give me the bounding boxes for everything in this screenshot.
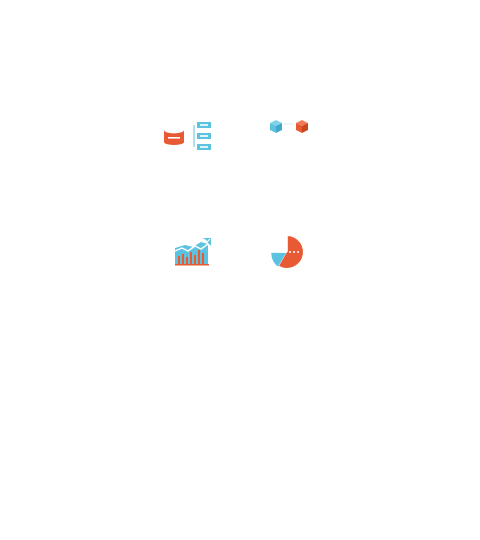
database-list-icon: [164, 122, 211, 150]
icon-grid: [137, 86, 337, 318]
tile-cubes[interactable]: [237, 86, 337, 202]
tile-growth-chart[interactable]: [137, 202, 237, 318]
growth-chart-icon: [174, 238, 211, 266]
tile-database-list[interactable]: [137, 86, 237, 202]
tile-pie-chart[interactable]: [237, 202, 337, 318]
pie-chart-icon: [271, 236, 303, 268]
cubes-icon: [270, 120, 308, 133]
